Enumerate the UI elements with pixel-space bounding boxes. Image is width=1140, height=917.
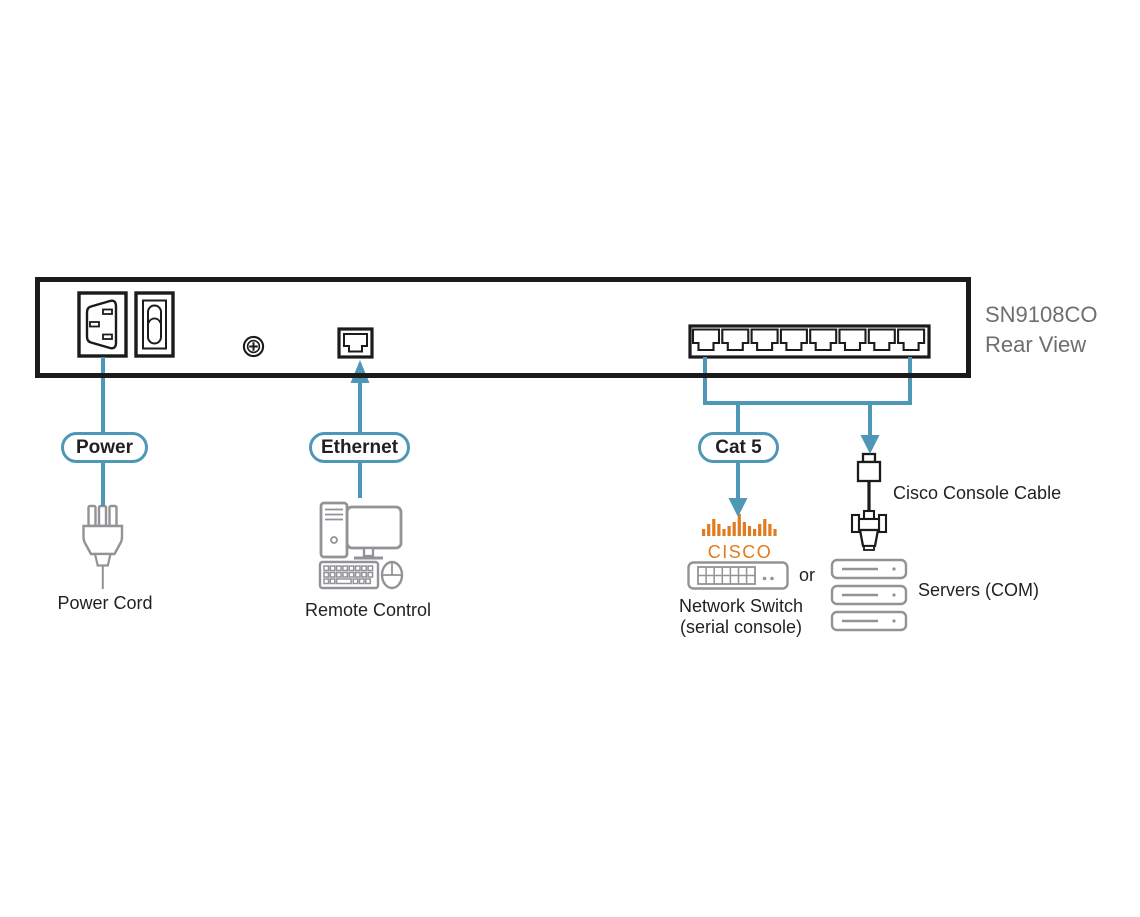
- ethernet-up-arrow: [350, 360, 370, 383]
- power-plug-icon: [82, 504, 124, 589]
- device-model-label: SN9108CO Rear View: [985, 300, 1098, 360]
- network-switch-caption-line2: (serial console): [679, 617, 803, 637]
- network-switch-caption: Network Switch (serial console): [661, 596, 821, 638]
- power-switch-icon: [134, 291, 175, 358]
- cable-down-arrow: [860, 435, 880, 454]
- or-text: or: [799, 565, 816, 585]
- ground-screw-icon: [242, 335, 265, 358]
- ethernet-label: Ethernet: [309, 432, 410, 463]
- network-switch-caption-line1: Network Switch: [678, 596, 804, 616]
- serial-ports-icon: [688, 324, 931, 359]
- cisco-logo: CISCO: [702, 512, 778, 563]
- cat5-label: Cat 5: [698, 432, 779, 463]
- network-switch-icon: [687, 561, 789, 590]
- cisco-logo-icon: [702, 514, 777, 536]
- model-number: SN9108CO: [985, 302, 1098, 327]
- ethernet-port-icon: [337, 327, 374, 359]
- cisco-logo-text: CISCO: [707, 542, 773, 562]
- cat5-bracket: [703, 357, 912, 405]
- view-name: Rear View: [985, 332, 1087, 357]
- servers-stack-icon: [830, 558, 908, 632]
- power-cord-caption: Power Cord: [57, 593, 153, 613]
- remote-control-caption: Remote Control: [304, 600, 432, 620]
- servers-caption: Servers (COM): [918, 580, 1039, 600]
- console-cable-icon: [850, 452, 888, 551]
- computer-icon: [318, 501, 404, 590]
- cisco-console-cable-caption: Cisco Console Cable: [893, 483, 1062, 503]
- power-label: Power: [61, 432, 148, 463]
- cat5-down-arrow: [728, 498, 748, 517]
- power-inlet-icon: [77, 291, 128, 358]
